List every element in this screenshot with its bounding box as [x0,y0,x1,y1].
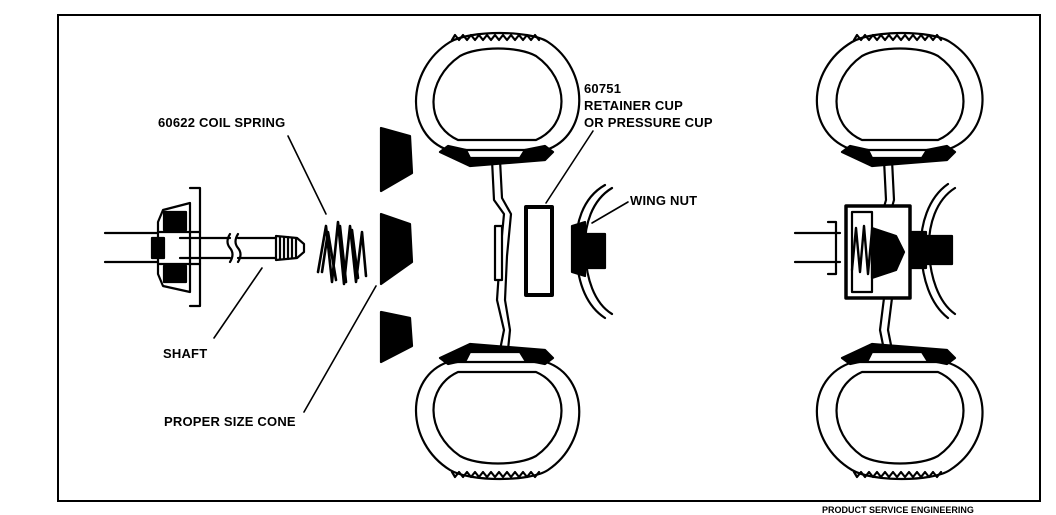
footer-credit: PRODUCT SERVICE ENGINEERING [822,505,974,515]
wing-nut [570,183,614,320]
coil-spring-label: 60622 COIL SPRING [158,115,286,130]
balancer-hub [103,186,202,308]
cone-label: PROPER SIZE CONE [164,414,296,429]
tire-wheel-center [415,31,581,481]
wing-nut-label: WING NUT [630,193,698,208]
shaft-label: SHAFT [163,346,208,361]
retainer-cup [524,205,554,297]
retainer-cup-label: RETAINER CUP [584,98,683,113]
pressure-cup-label: OR PRESSURE CUP [584,115,713,130]
diagram-frame [57,14,1041,502]
leader-lines [213,130,629,413]
part-number-label: 60751 [584,81,622,96]
assembled-view [793,31,984,481]
coil-spring [316,220,368,286]
shaft [178,232,306,264]
proper-size-cones [379,126,414,364]
